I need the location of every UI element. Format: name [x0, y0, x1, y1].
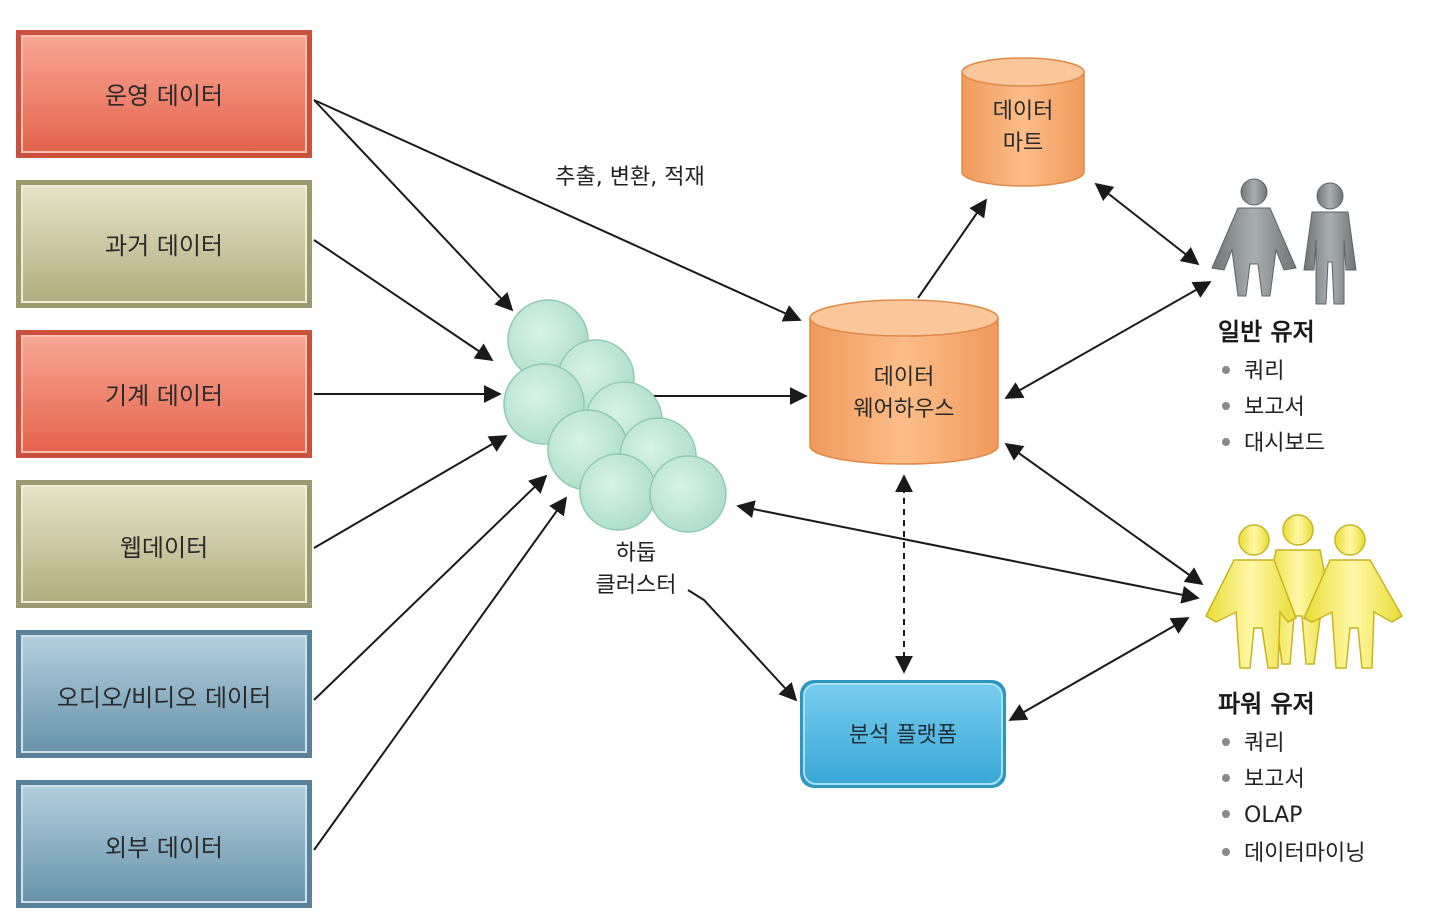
source-historical-data: 과거 데이터 — [16, 180, 312, 308]
power-users-item: 데이터마이닝 — [1244, 841, 1365, 866]
general-users-title: 일반 유저 — [1218, 318, 1315, 346]
arrow-warehouse-general-users — [1004, 281, 1212, 399]
source-machine-label: 기계 데이터 — [105, 382, 223, 410]
arrow-av-to-hadoop — [313, 474, 548, 701]
power-users-item: 쿼리 — [1244, 731, 1284, 756]
flow-arrows — [313, 99, 1212, 851]
arrow-external-to-hadoop — [313, 496, 568, 851]
source-operational-data: 운영 데이터 — [16, 30, 312, 158]
analytics-platform: 분석 플랫폼 — [800, 680, 1006, 788]
arrow-warehouse-to-mart — [917, 198, 988, 299]
arrow-operational-to-warehouse — [313, 99, 802, 322]
source-audio-video-label: 오디오/비디오 데이터 — [57, 684, 271, 712]
arrow-historical-to-hadoop — [313, 239, 494, 362]
general-users-icon — [1211, 178, 1357, 305]
source-external-label: 외부 데이터 — [105, 834, 223, 862]
arrow-hadoop-to-platform — [687, 589, 798, 702]
general-users-item: 대시보드 — [1244, 431, 1325, 456]
data-mart: 데이터 마트 — [961, 57, 1085, 187]
warehouse-label-line1: 데이터 — [874, 365, 935, 390]
analytics-platform-label: 분석 플랫폼 — [849, 723, 957, 748]
source-operational-label: 운영 데이터 — [105, 82, 223, 110]
source-web-label: 웹데이터 — [120, 534, 208, 562]
source-historical-label: 과거 데이터 — [105, 232, 223, 260]
source-external-data: 외부 데이터 — [16, 780, 312, 908]
hadoop-label-line2: 클러스터 — [596, 573, 677, 598]
general-users-item: 보고서 — [1244, 395, 1305, 420]
etl-label: 추출, 변환, 적재 — [555, 165, 704, 190]
source-machine-data: 기계 데이터 — [16, 330, 312, 458]
arrow-mart-general-users — [1094, 182, 1200, 266]
power-users-icon — [1205, 514, 1404, 669]
source-web-data: 웹데이터 — [16, 480, 312, 608]
power-users-list: 쿼리 보고서 OLAP 데이터마이닝 — [1222, 731, 1365, 866]
mart-label-line1: 데이터 — [993, 99, 1054, 124]
hadoop-label-line1: 하둡 — [616, 541, 656, 566]
power-users-item: OLAP — [1244, 803, 1302, 828]
general-users-list: 쿼리 보고서 대시보드 — [1222, 359, 1325, 456]
arrow-operational-to-hadoop — [313, 99, 514, 312]
data-warehouse: 데이터 웨어하우스 — [809, 299, 999, 465]
source-audio-video-data: 오디오/비디오 데이터 — [16, 630, 312, 758]
hadoop-cluster — [503, 299, 727, 533]
power-users-title: 파워 유저 — [1218, 690, 1315, 718]
arrow-warehouse-power-users — [1004, 442, 1204, 586]
arrow-web-to-hadoop — [313, 435, 508, 549]
mart-label-line2: 마트 — [1003, 131, 1043, 156]
warehouse-label-line2: 웨어하우스 — [853, 397, 954, 422]
general-users-item: 쿼리 — [1244, 359, 1284, 384]
arrow-platform-power-users — [1008, 617, 1190, 721]
arrow-hadoop-power-users — [736, 500, 1200, 604]
power-users-item: 보고서 — [1244, 767, 1305, 792]
